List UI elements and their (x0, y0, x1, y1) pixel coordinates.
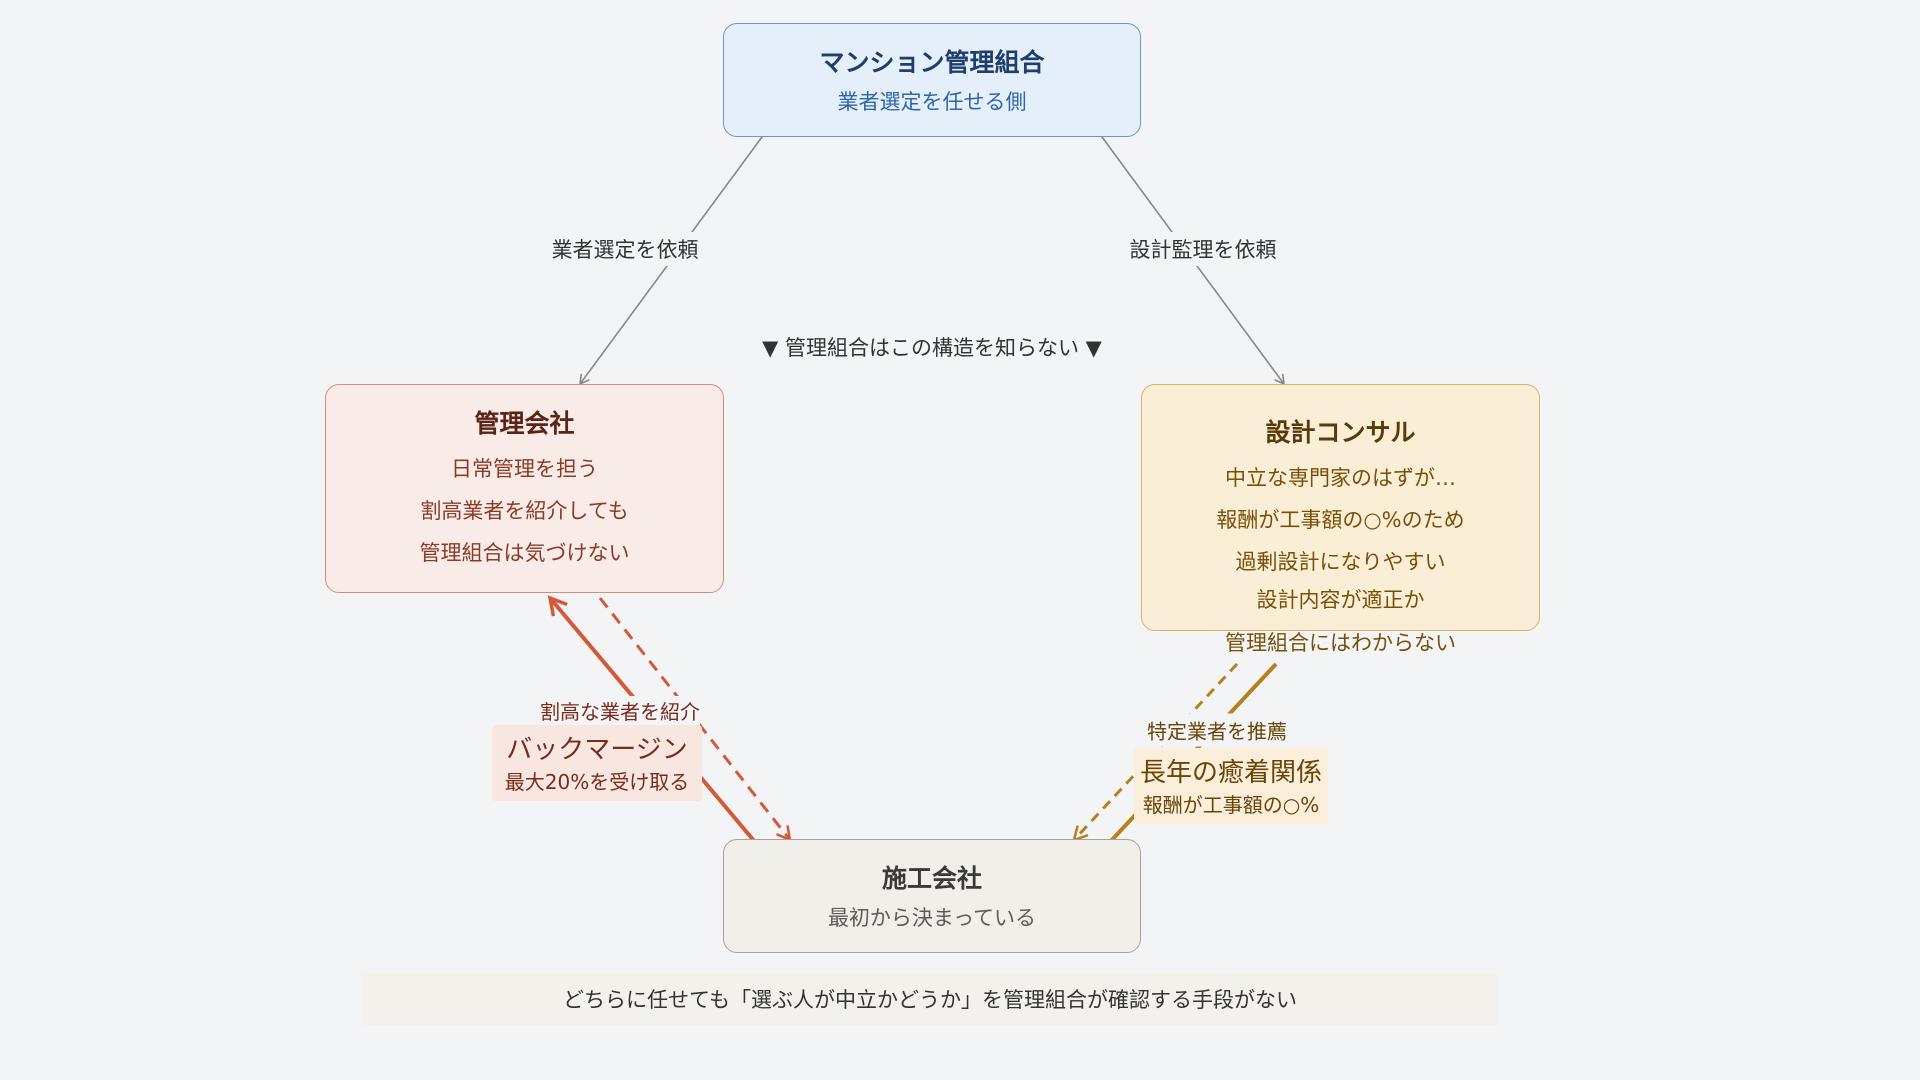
edge-label-title: 長年の癒着関係 (1139, 758, 1322, 788)
node-title: マンション管理組合 (819, 48, 1045, 77)
node-management-association: マンション管理組合 業者選定を任せる側 (723, 23, 1141, 137)
node-line: 日常管理を担う (451, 456, 598, 481)
edge-kanri-to-sekou-introduce (598, 597, 792, 843)
edge-label-title: バックマージン (506, 735, 688, 765)
node-design-consultant: 設計コンサル 中立な専門家のはずが… 報酬が工事額の○%のため 過剰設計になりや… (1141, 384, 1540, 631)
edge-label-select-vendor: 業者選定を依頼 (545, 232, 705, 266)
edge-label-collusion: 長年の癒着関係 報酬が工事額の○% (1134, 748, 1328, 824)
edge-label-design-supervision: 設計監理を依頼 (1123, 232, 1283, 266)
node-title: 施工会社 (881, 864, 982, 893)
node-line-overflow: 管理組合にはわからない (1225, 631, 1456, 655)
node-line: 設計内容が適正か (1256, 588, 1425, 612)
center-note: ▼ 管理組合はこの構造を知らない ▼ (762, 336, 1102, 360)
edge-label-sub: 最大20%を受け取る (504, 770, 690, 794)
node-line: 割高業者を紹介しても (420, 498, 629, 523)
node-line: 報酬が工事額の○%のため (1216, 508, 1465, 532)
node-management-company: 管理会社 日常管理を担う 割高業者を紹介しても 管理組合は気づけない (325, 384, 724, 593)
node-line: 管理組合は気づけない (419, 540, 630, 565)
edge-label-backmargin: バックマージン 最大20%を受け取る (492, 725, 702, 801)
edge-label-introduce-vendor: 割高な業者を紹介 (540, 696, 700, 725)
node-line: 最初から決まっている (827, 906, 1037, 930)
node-title: 管理会社 (474, 408, 575, 438)
node-line: 中立な専門家のはずが… (1225, 466, 1456, 490)
node-title: 設計コンサル (1265, 418, 1416, 447)
footer-note: どちらに任せても「選ぶ人が中立かどうか」を管理組合が確認する手段がない (362, 973, 1498, 1025)
node-construction-company: 施工会社 最初から決まっている (723, 839, 1141, 953)
edge-label-recommend-vendor: 特定業者を推薦 (1141, 713, 1293, 747)
node-line: 過剰設計になりやすい (1235, 550, 1446, 574)
node-line: 業者選定を任せる側 (837, 90, 1027, 114)
edge-label-sub: 報酬が工事額の○% (1142, 793, 1320, 817)
